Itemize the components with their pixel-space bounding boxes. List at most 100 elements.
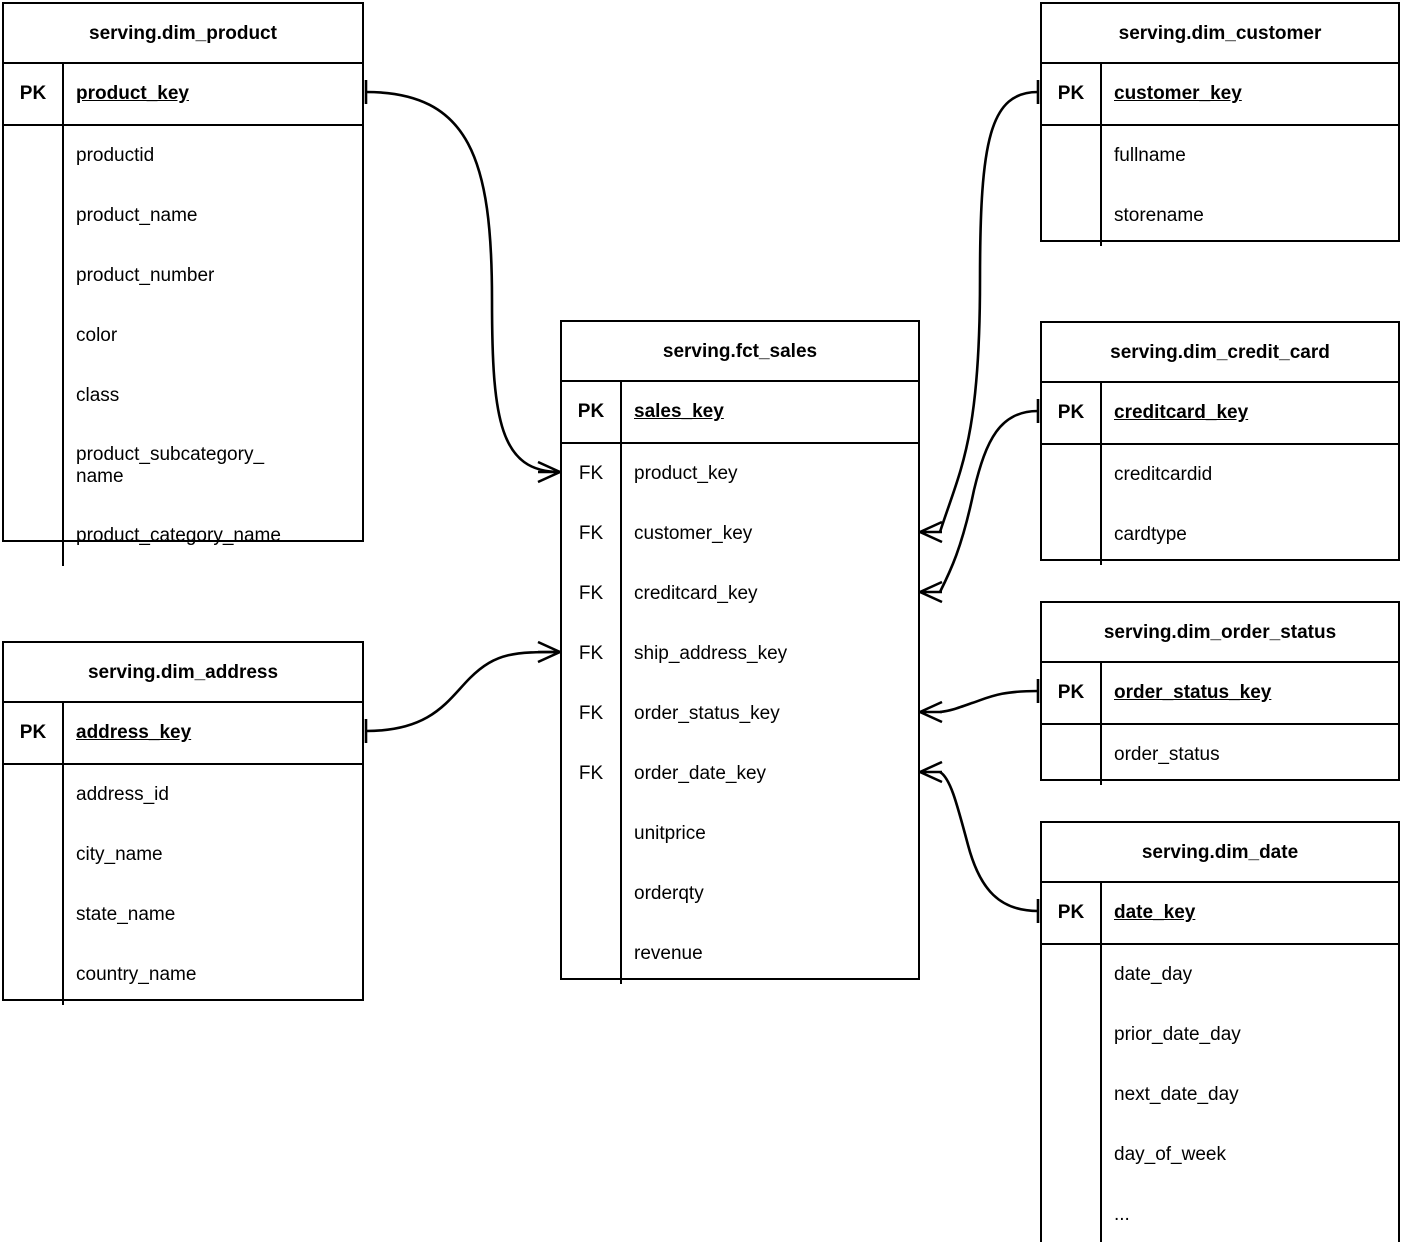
pk-row-sales-key[interactable]: PK sales_key: [562, 382, 918, 442]
attribute-section-dim-customer: fullname storename: [1042, 126, 1398, 246]
attribute-label: color: [76, 324, 118, 346]
entity-dim-order-status[interactable]: serving.dim_order_status PK order_status…: [1040, 601, 1400, 785]
pk-field-label: product_key: [76, 82, 189, 104]
pk-row-address-key[interactable]: PK address_key: [4, 703, 362, 763]
key-badge-empty: [1042, 1065, 1102, 1125]
attribute-row[interactable]: address_id: [4, 765, 362, 825]
key-badge-empty: [562, 804, 622, 864]
attribute-row[interactable]: productid: [4, 126, 362, 186]
entity-title-dim-credit-card: serving.dim_credit_card: [1042, 323, 1398, 383]
attribute-label: day_of_week: [1114, 1143, 1226, 1165]
fk-row-ship-address-key[interactable]: FK ship_address_key: [562, 624, 918, 684]
fk-row-creditcard-key[interactable]: FK creditcard_key: [562, 564, 918, 624]
fk-badge: FK: [562, 564, 622, 624]
fk-badge: FK: [562, 624, 622, 684]
pk-section-dim-credit-card: PK creditcard_key: [1042, 383, 1398, 445]
attribute-row[interactable]: product_name: [4, 186, 362, 246]
attribute-label: prior_date_day: [1114, 1023, 1241, 1045]
measure-label: revenue: [634, 942, 703, 964]
attribute-label: date_day: [1114, 963, 1193, 985]
attribute-row[interactable]: state_name: [4, 885, 362, 945]
attribute-row[interactable]: product_number: [4, 246, 362, 306]
attribute-label: next_date_day: [1114, 1083, 1239, 1105]
entity-title-dim-customer: serving.dim_customer: [1042, 4, 1398, 64]
fk-row-order-date-key[interactable]: FK order_date_key: [562, 744, 918, 804]
attribute-label: order_status: [1114, 743, 1220, 765]
entity-dim-date[interactable]: serving.dim_date PK date_key date_day pr…: [1040, 821, 1400, 1242]
edge-creditcard-to-sales: [919, 399, 1040, 604]
attribute-label: product_name: [76, 204, 198, 226]
pk-row-date-key[interactable]: PK date_key: [1042, 883, 1398, 943]
attribute-row[interactable]: date_day: [1042, 945, 1398, 1005]
entity-dim-customer[interactable]: serving.dim_customer PK customer_key ful…: [1040, 2, 1400, 246]
pk-row-creditcard-key[interactable]: PK creditcard_key: [1042, 383, 1398, 443]
fk-field-label: order_date_key: [634, 762, 767, 784]
key-badge-empty: [4, 246, 64, 306]
key-badge-empty: [1042, 186, 1102, 246]
pk-field-label: order_status_key: [1114, 681, 1272, 703]
key-badge-empty: [1042, 1125, 1102, 1185]
attribute-row[interactable]: day_of_week: [1042, 1125, 1398, 1185]
attribute-row[interactable]: city_name: [4, 825, 362, 885]
attribute-row[interactable]: storename: [1042, 186, 1398, 246]
edge-address-to-sales: [364, 640, 561, 743]
attribute-label: creditcardid: [1114, 463, 1213, 485]
attribute-row[interactable]: order_status: [1042, 725, 1398, 785]
attribute-label: cardtype: [1114, 523, 1187, 545]
attribute-label: city_name: [76, 843, 163, 865]
entity-fct-sales[interactable]: serving.fct_sales PK sales_key FK produc…: [560, 320, 920, 984]
attribute-row[interactable]: country_name: [4, 945, 362, 1005]
attribute-row[interactable]: creditcardid: [1042, 445, 1398, 505]
measure-row-revenue[interactable]: revenue: [562, 924, 918, 984]
fk-badge: FK: [562, 684, 622, 744]
pk-section-dim-order-status: PK order_status_key: [1042, 663, 1398, 725]
measure-row-orderqty[interactable]: orderqty: [562, 864, 918, 924]
attribute-section-fct-sales: FK product_key FK customer_key FK credit…: [562, 444, 918, 984]
entity-dim-address[interactable]: serving.dim_address PK address_key addre…: [2, 641, 364, 1005]
attribute-row[interactable]: cardtype: [1042, 505, 1398, 565]
pk-row-order-status-key[interactable]: PK order_status_key: [1042, 663, 1398, 723]
fk-row-product-key[interactable]: FK product_key: [562, 444, 918, 504]
attribute-row[interactable]: product_category_name: [4, 506, 362, 566]
attribute-row[interactable]: product_subcategory_ name: [4, 426, 362, 506]
pk-row-product-key[interactable]: PK product_key: [4, 64, 362, 124]
edge-customer-to-sales: [919, 80, 1040, 544]
fk-row-customer-key[interactable]: FK customer_key: [562, 504, 918, 564]
attribute-row[interactable]: prior_date_day: [1042, 1005, 1398, 1065]
key-badge-empty: [1042, 445, 1102, 505]
key-badge-empty: [4, 126, 64, 186]
entity-dim-product[interactable]: serving.dim_product PK product_key produ…: [2, 2, 364, 566]
key-badge-empty: [1042, 505, 1102, 565]
pk-field-label: creditcard_key: [1114, 401, 1249, 423]
fk-row-order-status-key[interactable]: FK order_status_key: [562, 684, 918, 744]
attribute-row[interactable]: fullname: [1042, 126, 1398, 186]
key-badge-empty: [1042, 945, 1102, 1005]
attribute-section-dim-order-status: order_status: [1042, 725, 1398, 785]
measure-row-unitprice[interactable]: unitprice: [562, 804, 918, 864]
pk-row-customer-key[interactable]: PK customer_key: [1042, 64, 1398, 124]
key-badge-empty: [4, 306, 64, 366]
attribute-row[interactable]: color: [4, 306, 362, 366]
pk-field-label: sales_key: [634, 400, 724, 422]
attribute-label: country_name: [76, 963, 197, 985]
attribute-row[interactable]: next_date_day: [1042, 1065, 1398, 1125]
attribute-label: address_id: [76, 783, 169, 805]
fk-field-label: order_status_key: [634, 702, 780, 724]
key-badge-empty: [562, 924, 622, 984]
key-badge-empty: [1042, 725, 1102, 785]
fk-badge: FK: [562, 444, 622, 504]
attribute-section-dim-product: productid product_name product_number co…: [4, 126, 362, 566]
attribute-row-ellipsis[interactable]: ...: [1042, 1185, 1398, 1242]
fk-badge: FK: [562, 744, 622, 804]
pk-badge: PK: [1042, 64, 1102, 124]
pk-section-dim-address: PK address_key: [4, 703, 362, 765]
fk-field-label: creditcard_key: [634, 582, 758, 604]
pk-badge: PK: [562, 382, 622, 442]
entity-dim-credit-card[interactable]: serving.dim_credit_card PK creditcard_ke…: [1040, 321, 1400, 565]
key-badge-empty: [4, 366, 64, 426]
key-badge-empty: [4, 426, 64, 506]
pk-badge: PK: [1042, 383, 1102, 443]
entity-title-dim-product: serving.dim_product: [4, 4, 362, 64]
attribute-row[interactable]: class: [4, 366, 362, 426]
